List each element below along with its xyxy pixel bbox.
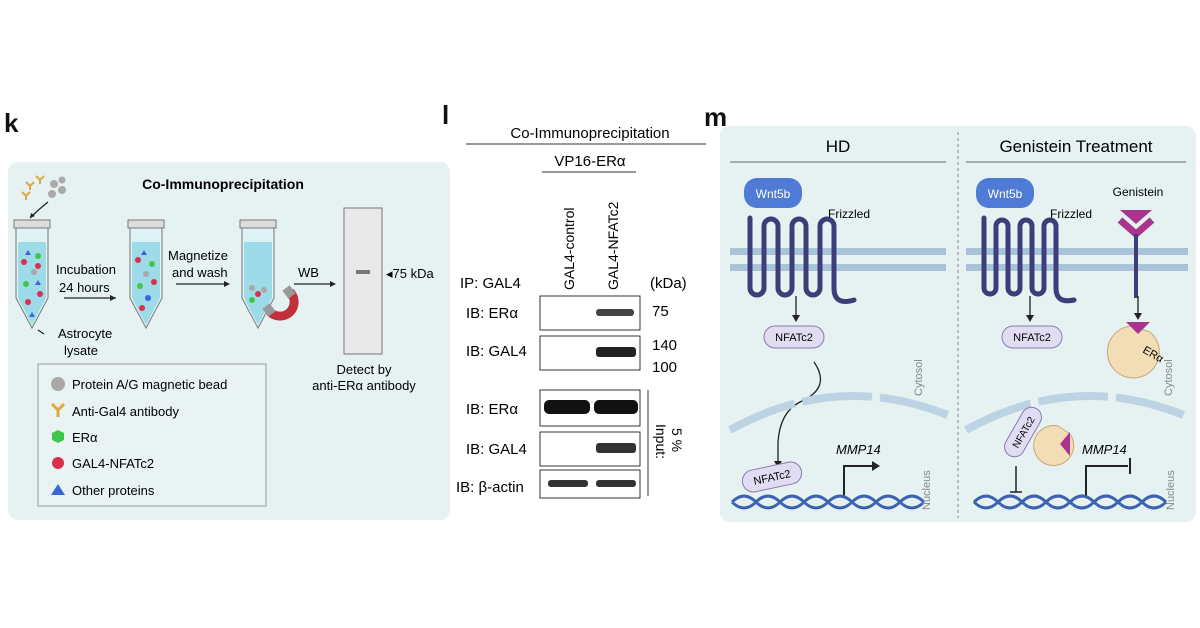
frizzled-receptor-right <box>981 215 1077 304</box>
era-complex-right <box>1106 325 1160 379</box>
blot-label-4: IB: GAL4 <box>466 441 527 458</box>
svg-text:Wnt5b: Wnt5b <box>756 187 791 201</box>
nucleus-right: Nucleus <box>1165 470 1177 510</box>
tube-2-icon <box>127 219 165 330</box>
tube-1-icon <box>13 219 51 330</box>
wb-label: WB <box>298 265 319 280</box>
blot-label-5: IB: β-actin <box>456 479 524 496</box>
cytosol-right: Cytosol <box>1163 359 1175 396</box>
wnt5b-left <box>744 178 802 208</box>
legend-box <box>37 363 267 507</box>
blot-label-1: IB: ERα <box>466 305 518 322</box>
frizzled-right: Frizzled <box>1050 207 1092 221</box>
panel-letter-m: m <box>704 102 728 132</box>
blot-header: Co-Immunoprecipitation <box>510 125 669 142</box>
marker-140: 140 <box>652 337 677 354</box>
legend-other: Other proteins <box>72 483 155 498</box>
panel-k-title: Co-Immunoprecipitation <box>142 176 304 192</box>
frizzled-left: Frizzled <box>828 207 870 221</box>
blot-label-2: IB: GAL4 <box>466 343 527 360</box>
hd-title: HD <box>826 137 851 156</box>
gene-right: MMP14 <box>1082 442 1127 457</box>
legend-nfat: GAL4-NFATc2 <box>72 456 154 471</box>
lane-label-nfatc2: GAL4-NFATc2 <box>605 201 621 290</box>
beads-antibody-icon <box>21 175 66 219</box>
panel-letter-l: l <box>442 100 450 130</box>
lane-label-control: GAL4-control <box>561 208 577 290</box>
legend-era: ERα <box>72 430 98 445</box>
wash-label: and wash <box>172 265 228 280</box>
svg-text:Wnt5b: Wnt5b <box>988 187 1023 201</box>
nfatc2-nuclear-right <box>1004 406 1042 458</box>
panel-k-diagram: Co-Immunoprecipitation Incubation 24 hou… <box>8 162 450 520</box>
y-antibody-icon <box>50 402 66 417</box>
nfatc2-nuclear-left <box>741 461 803 493</box>
lysate-label: lysate <box>64 343 98 358</box>
blot-label-3: IB: ERα <box>466 401 518 418</box>
blue-triangle-icon <box>51 484 65 495</box>
ip-label: IP: GAL4 <box>460 275 521 292</box>
nfatc2-right <box>1001 325 1063 349</box>
nucleus-left: Nucleus <box>921 470 933 510</box>
era-nuclear-right <box>1033 425 1075 467</box>
blot-subheader: VP16-ERα <box>554 153 626 170</box>
frizzled-receptor-left <box>747 215 857 304</box>
nfatc2-left <box>763 325 825 349</box>
genistein-title: Genistein Treatment <box>999 137 1152 156</box>
panel-m-diagram: HD Genistein Treatment Wnt5b Frizzled NF… <box>720 126 1196 522</box>
detect-label-1: Detect by <box>337 362 392 377</box>
legend-antibody: Anti-Gal4 antibody <box>72 404 179 419</box>
marker-100: 100 <box>652 359 677 376</box>
input-label-1: Input: <box>653 424 669 459</box>
membrane-icon <box>343 207 383 355</box>
dna-left <box>730 494 926 510</box>
marker-75: 75 <box>652 303 669 320</box>
green-hexagon-icon <box>52 430 64 443</box>
genistein-label: Genistein <box>1113 185 1164 199</box>
cytosol-left: Cytosol <box>913 359 925 396</box>
dna-right <box>972 494 1168 510</box>
kda-label: ◂75 kDa <box>386 266 434 281</box>
wnt5b-right <box>976 178 1034 208</box>
astrocyte-label: Astrocyte <box>58 326 112 341</box>
gene-left: MMP14 <box>836 442 881 457</box>
input-label-2: 5 % <box>669 428 685 452</box>
svg-text:NFATc2: NFATc2 <box>1013 332 1051 344</box>
tube-3-magnet-icon <box>239 219 299 330</box>
hours-label: 24 hours <box>59 280 110 295</box>
panel-l-blots: Co-Immunoprecipitation VP16-ERα GAL4-con… <box>456 125 706 499</box>
gray-circle-icon <box>51 377 65 391</box>
panel-letter-k: k <box>4 108 19 138</box>
incubation-label: Incubation <box>56 262 116 277</box>
red-circle-icon <box>52 457 64 469</box>
legend-bead: Protein A/G magnetic bead <box>72 377 227 392</box>
magnetize-label: Magnetize <box>168 248 228 263</box>
kda-unit-label: (kDa) <box>650 275 687 292</box>
svg-text:NFATc2: NFATc2 <box>775 332 813 344</box>
detect-label-2: anti-ERα antibody <box>312 378 416 393</box>
